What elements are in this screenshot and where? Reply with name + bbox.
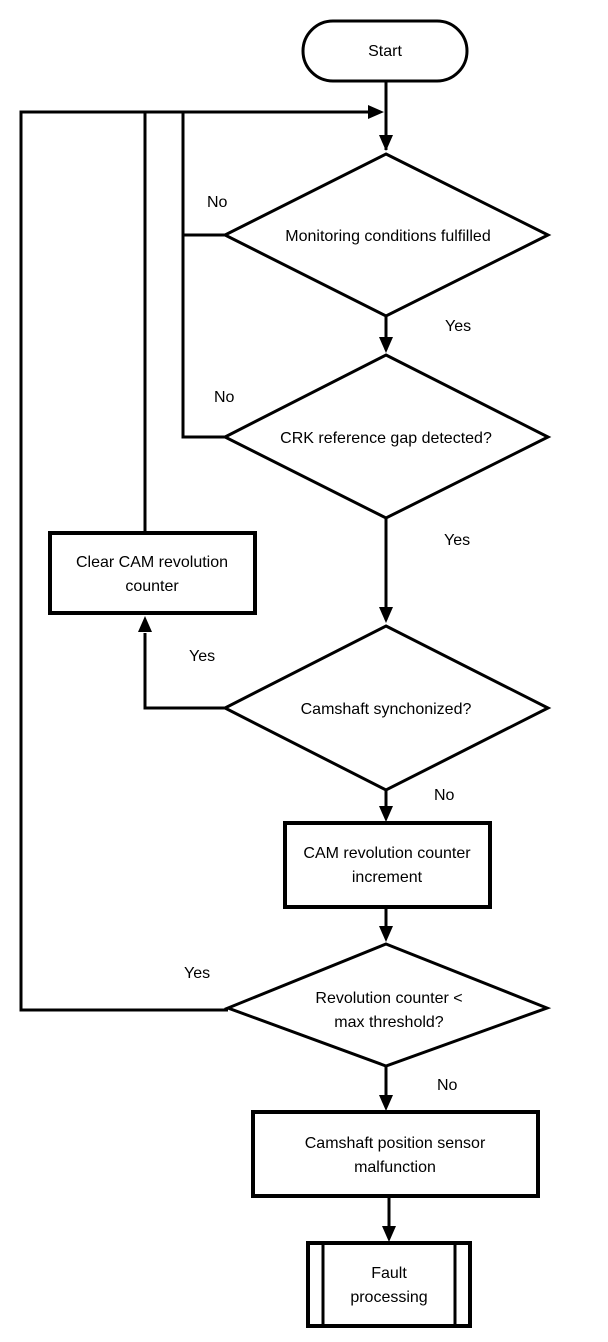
- node-crk-gap-label: CRK reference gap detected?: [280, 430, 492, 447]
- edge-malfunction-to-fault: [382, 1196, 396, 1242]
- node-fault-processing-label-line2: processing: [350, 1289, 427, 1306]
- arrowhead-down-icon: [379, 1095, 393, 1111]
- arrowhead-down-icon: [379, 806, 393, 822]
- node-fault-processing-label-line1: Fault: [371, 1265, 407, 1282]
- node-counter-increment-label-line2: increment: [352, 869, 423, 886]
- arrowhead-down-icon: [382, 1226, 396, 1242]
- arrowhead-down-icon: [379, 607, 393, 623]
- edge-sync-no: No: [379, 787, 455, 822]
- node-monitoring-decision: Monitoring conditions fulfilled: [221, 152, 552, 318]
- process-box: [48, 531, 257, 615]
- edge-line: [19, 110, 376, 1012]
- edge-crk-yes: Yes: [379, 518, 470, 623]
- edge-line: [143, 633, 225, 710]
- arrowhead-down-icon: [379, 135, 393, 151]
- decision-diamond: [221, 152, 552, 318]
- edge-crk-no: No: [181, 112, 235, 439]
- terminator-shape: [301, 19, 469, 83]
- node-clear-counter-label-line1: Clear CAM revolution: [76, 554, 228, 571]
- edge-threshold-yes-loop: Yes: [19, 105, 384, 1012]
- node-counter-increment-label-line1: CAM revolution counter: [303, 845, 471, 862]
- predefined-process-box: [306, 1241, 472, 1328]
- edge-label-sync-no: No: [434, 787, 455, 804]
- decision-diamond: [221, 624, 552, 792]
- node-clear-counter-label-line2: counter: [125, 578, 179, 595]
- node-malfunction-label-line2: malfunction: [354, 1159, 436, 1176]
- decision-diamond: [223, 942, 552, 1068]
- node-threshold-label-line2: max threshold?: [334, 1014, 443, 1031]
- node-malfunction-label-line1: Camshaft position sensor: [305, 1135, 486, 1152]
- edge-label-crk-yes: Yes: [444, 532, 470, 549]
- node-camshaft-sync-label: Camshaft synchonized?: [301, 701, 472, 718]
- node-threshold-label-line1: Revolution counter <: [315, 990, 462, 1007]
- node-clear-counter-process: Clear CAM revolution counter: [48, 531, 257, 615]
- edge-label-monitoring-no: No: [207, 194, 228, 211]
- node-threshold-decision: Revolution counter < max threshold?: [223, 942, 552, 1068]
- node-crk-gap-decision: CRK reference gap detected?: [221, 353, 552, 520]
- node-monitoring-label: Monitoring conditions fulfilled: [285, 228, 490, 245]
- node-camshaft-sync-decision: Camshaft synchonized?: [221, 624, 552, 792]
- arrowhead-right-icon: [368, 105, 384, 119]
- edge-label-sync-yes: Yes: [189, 648, 215, 665]
- edge-label-threshold-no: No: [437, 1077, 458, 1094]
- edge-increment-to-threshold: [379, 907, 393, 942]
- edge-line: [181, 112, 225, 439]
- node-malfunction-process: Camshaft position sensor malfunction: [251, 1110, 540, 1198]
- decision-diamond: [221, 353, 552, 520]
- edge-monitoring-yes: Yes: [379, 316, 471, 353]
- node-start: Start: [301, 19, 469, 83]
- edge-sync-yes: Yes: [138, 616, 225, 710]
- node-fault-processing: Fault processing: [306, 1241, 472, 1328]
- edge-label-crk-no: No: [214, 389, 235, 406]
- edge-label-monitoring-yes: Yes: [445, 318, 471, 335]
- edge-start-to-monitoring: [379, 81, 393, 151]
- arrowhead-down-icon: [379, 337, 393, 353]
- node-start-label: Start: [368, 43, 402, 60]
- edge-label-threshold-yes: Yes: [184, 965, 210, 982]
- edge-threshold-no: No: [379, 1066, 458, 1111]
- edge-monitoring-no: No: [183, 194, 228, 237]
- arrowhead-up-icon: [138, 616, 152, 632]
- arrowhead-down-icon: [379, 926, 393, 942]
- process-box: [251, 1110, 540, 1198]
- process-box: [283, 821, 492, 909]
- node-counter-increment-process: CAM revolution counter increment: [283, 821, 492, 909]
